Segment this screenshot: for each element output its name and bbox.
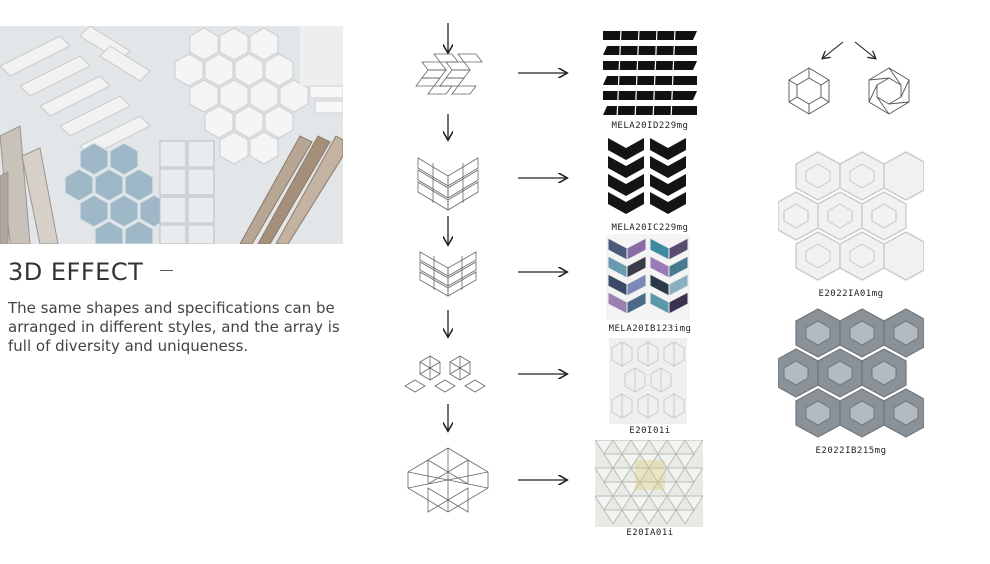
mosaic-tiles-photo (0, 26, 343, 244)
product-code: MELA20ID229mg (611, 121, 689, 131)
product-code: E20IA01i (626, 528, 674, 538)
hexagon-outline-diagram (788, 41, 910, 115)
pattern-flow-diagram (404, 23, 590, 513)
product-code: E2022IA01mg (818, 289, 884, 299)
product-image-mela20ic229mg (606, 134, 688, 222)
product-image-mela20ib123img (606, 234, 690, 320)
product-code: E20I01i (629, 426, 671, 436)
section-description: The same shapes and specifications can b… (8, 299, 340, 355)
product-code: MELA20IC229mg (611, 223, 689, 233)
product-code: E2022IB215mg (815, 446, 887, 456)
product-image-mela20id229mg (603, 29, 697, 119)
section-heading: 3D EFFECT (8, 258, 144, 286)
product-image-e2022ib215mg (778, 305, 924, 443)
heading-dash (160, 270, 173, 271)
product-image-e2022ia01mg (778, 148, 924, 288)
product-image-e20i01i (609, 338, 687, 424)
product-image-e20ia01i (595, 440, 703, 527)
product-code: MELA20IB123img (608, 324, 692, 334)
